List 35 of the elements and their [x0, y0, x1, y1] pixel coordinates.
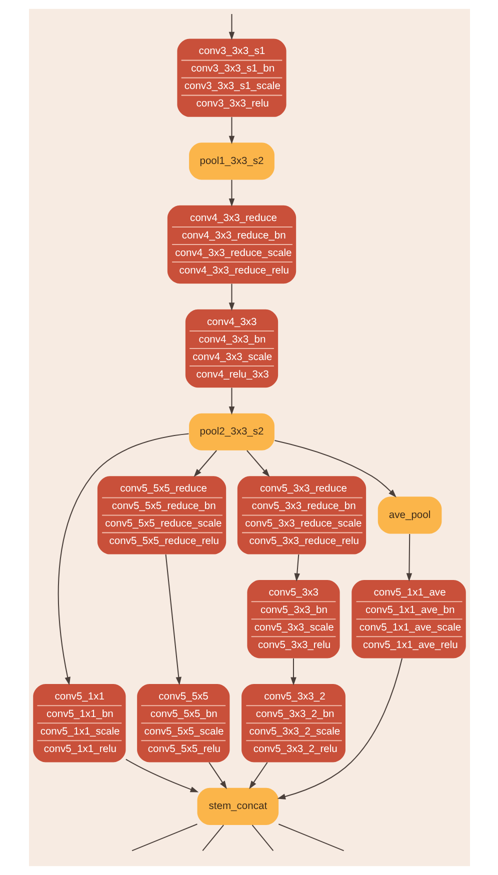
- node-box: conv5_3x3_reduce conv5_3x3_reduce_bn conv5_3x3_reduce_scale conv5_3x3_reduce_relu: [236, 476, 366, 554]
- connector: [202, 824, 224, 851]
- arrow: [57, 433, 188, 686]
- arrow: [274, 440, 396, 498]
- arrow: [164, 554, 182, 686]
- arrow: [290, 658, 296, 686]
- connector: [251, 824, 274, 851]
- arrow: [228, 180, 234, 207]
- node-box: conv5_5x5 conv5_5x5_bn conv5_5x5_scale conv5_5x5_relu: [136, 684, 230, 762]
- arrow: [208, 762, 226, 790]
- arrow: [276, 658, 402, 800]
- node-box: conv4_3x3_reduce conv4_3x3_reduce_bn conv4_3x3_reduce_scale conv4_3x3_reduce_relu: [166, 205, 296, 284]
- node-box: conv5_3x3 conv5_3x3_bn conv5_3x3_scale conv5_3x3_relu: [246, 580, 340, 658]
- arrow: [246, 450, 270, 478]
- node-box: conv4_3x3 conv4_3x3_bn conv4_3x3_scale conv4_relu_3x3: [184, 309, 278, 388]
- node-box: conv5_1x1_ave conv5_1x1_ave_bn conv5_1x1_ave_scale conv5_1x1_ave_relu: [351, 580, 466, 658]
- node-box: conv5_1x1 conv5_1x1_bn conv5_1x1_scale conv5_1x1_relu: [32, 684, 126, 762]
- arrow: [406, 534, 412, 582]
- arrow: [228, 388, 234, 415]
- connector: [131, 824, 197, 852]
- node-box: ave_pool: [377, 496, 442, 534]
- node-box: pool1_3x3_s2: [188, 142, 274, 180]
- node-box: conv5_3x3_2 conv5_3x3_2_bn conv5_3x3_2_scale conv5_3x3_2_relu: [241, 684, 345, 762]
- arrow: [248, 762, 268, 790]
- arrow: [228, 284, 234, 311]
- node-box: conv5_5x5_reduce conv5_5x5_reduce_bn conv5_5x5_reduce_scale conv5_5x5_reduce_relu: [96, 476, 226, 554]
- node-box: conv3_3x3_s1 conv3_3x3_s1_bn conv3_3x3_s1_scale conv3_3x3_relu: [176, 38, 286, 117]
- node-box: stem_concat: [196, 788, 278, 825]
- arrow: [228, 14, 234, 40]
- arrow: [294, 554, 300, 582]
- connector: [278, 824, 344, 852]
- arrow: [228, 117, 234, 144]
- node-box: pool2_3x3_s2: [188, 413, 274, 450]
- arrow: [193, 450, 216, 478]
- arrow: [125, 758, 198, 792]
